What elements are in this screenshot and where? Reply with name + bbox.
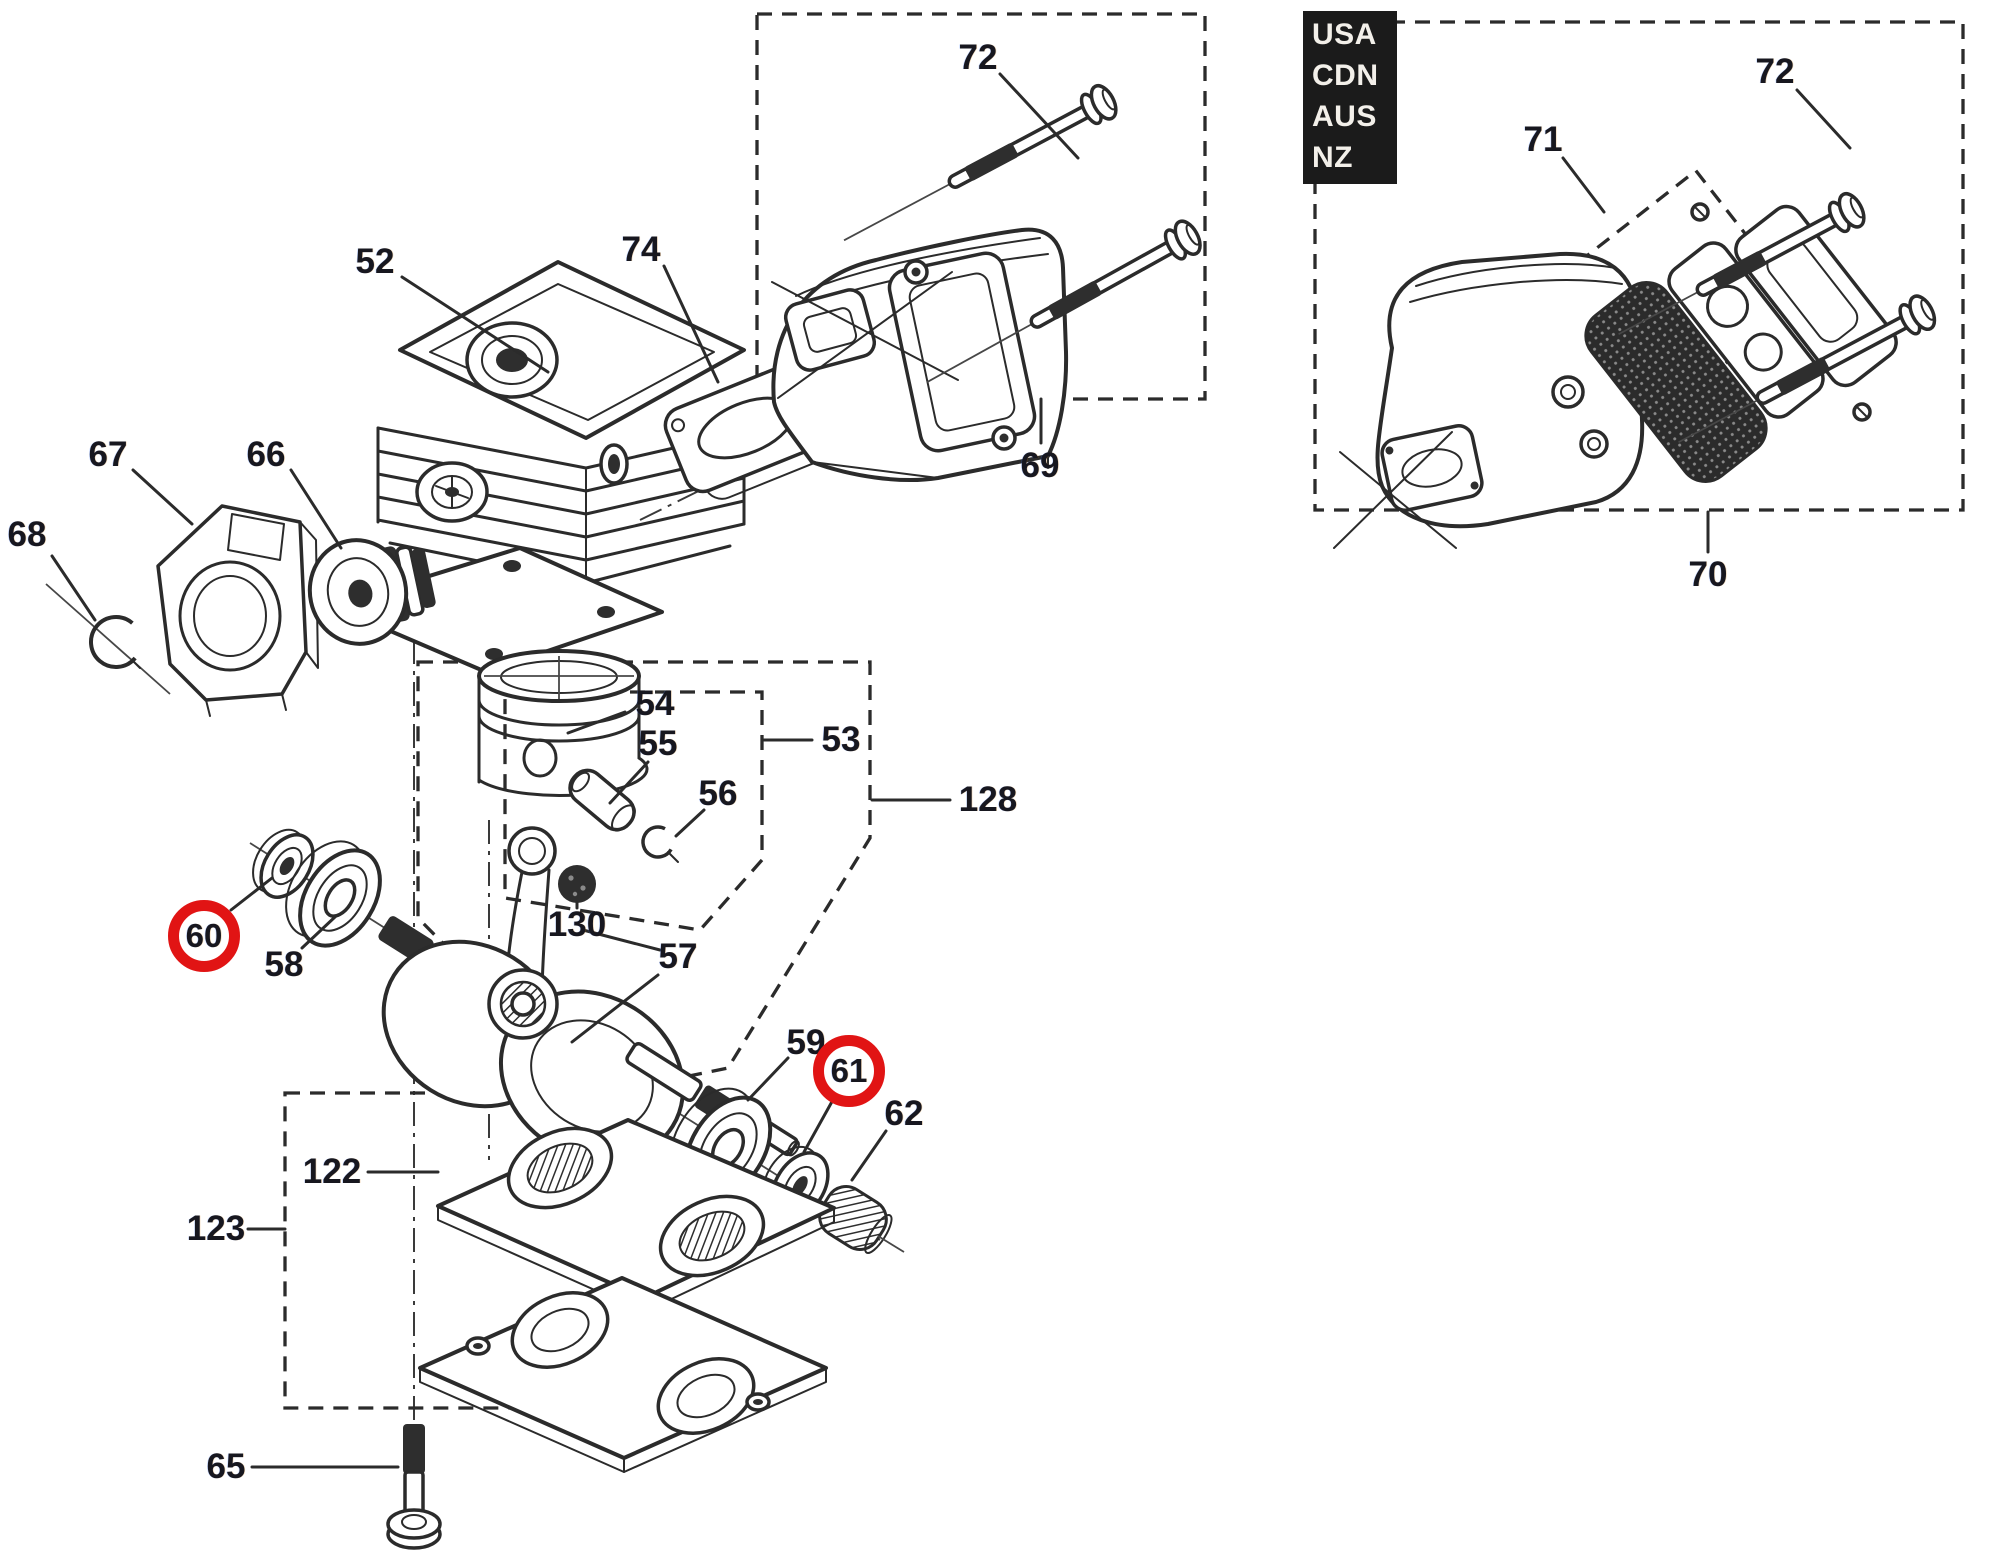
callout-72-left: 72 xyxy=(958,38,998,77)
bearing-58-drawing xyxy=(285,840,382,948)
spark-screen-71-drawing xyxy=(1584,281,1768,483)
callout-61-circled: 61 xyxy=(813,1035,885,1107)
muffler-69-drawing xyxy=(771,227,1069,482)
callout-52: 52 xyxy=(355,242,395,281)
callout-130: 130 xyxy=(547,905,607,944)
box-53 xyxy=(503,690,764,932)
crankcase-upper-122-drawing xyxy=(436,1118,836,1313)
muffler-70-drawing xyxy=(1333,202,1898,549)
region-code-box: USA CDN AUS NZ xyxy=(1303,11,1397,184)
clip-68-drawing xyxy=(45,583,171,695)
bracket-67-drawing xyxy=(156,504,319,717)
callout-57: 57 xyxy=(658,937,698,976)
callout-66: 66 xyxy=(246,435,286,474)
crankcase-lower-123-drawing xyxy=(418,1276,828,1473)
callout-60-circled: 60 xyxy=(168,900,240,972)
callout-70: 70 xyxy=(1688,555,1728,594)
callout-53: 53 xyxy=(821,720,861,759)
region-line: AUS xyxy=(1312,100,1377,133)
worm-gear-62-drawing xyxy=(818,1185,905,1254)
intake-boot-66-drawing xyxy=(307,538,436,646)
callout-62: 62 xyxy=(884,1094,924,1133)
callout-122: 122 xyxy=(302,1152,362,1191)
callout-65: 65 xyxy=(206,1447,246,1486)
callout-72-right: 72 xyxy=(1755,52,1795,91)
callout-68: 68 xyxy=(7,515,47,554)
callout-123: 123 xyxy=(186,1209,246,1248)
region-line: CDN xyxy=(1312,59,1379,92)
wrist-pin-55-drawing xyxy=(568,768,636,832)
callout-58: 58 xyxy=(264,945,304,984)
callout-128: 128 xyxy=(958,780,1018,819)
callout-56: 56 xyxy=(698,774,738,813)
callout-67: 67 xyxy=(88,435,128,474)
callout-71: 71 xyxy=(1523,120,1563,159)
pin-clip-56-drawing xyxy=(641,825,679,863)
callout-74: 74 xyxy=(621,230,661,269)
crankshaft-57-drawing xyxy=(378,916,800,1163)
muffler-bolts-72-right-drawing xyxy=(1618,191,1937,444)
case-bolt-65-drawing xyxy=(386,1424,442,1550)
callout-55: 55 xyxy=(638,724,678,763)
piston-54-drawing xyxy=(477,649,649,797)
leader-lines xyxy=(50,72,1852,1469)
box-128 xyxy=(416,660,872,1088)
region-line: NZ xyxy=(1312,141,1353,174)
box-70 xyxy=(1313,20,1965,512)
region-line: USA xyxy=(1312,18,1377,51)
muffler-bolts-72-left-drawing xyxy=(843,83,1202,383)
needle-bearing-130-drawing xyxy=(558,865,596,903)
callout-54: 54 xyxy=(635,684,675,723)
callout-69: 69 xyxy=(1020,446,1060,485)
